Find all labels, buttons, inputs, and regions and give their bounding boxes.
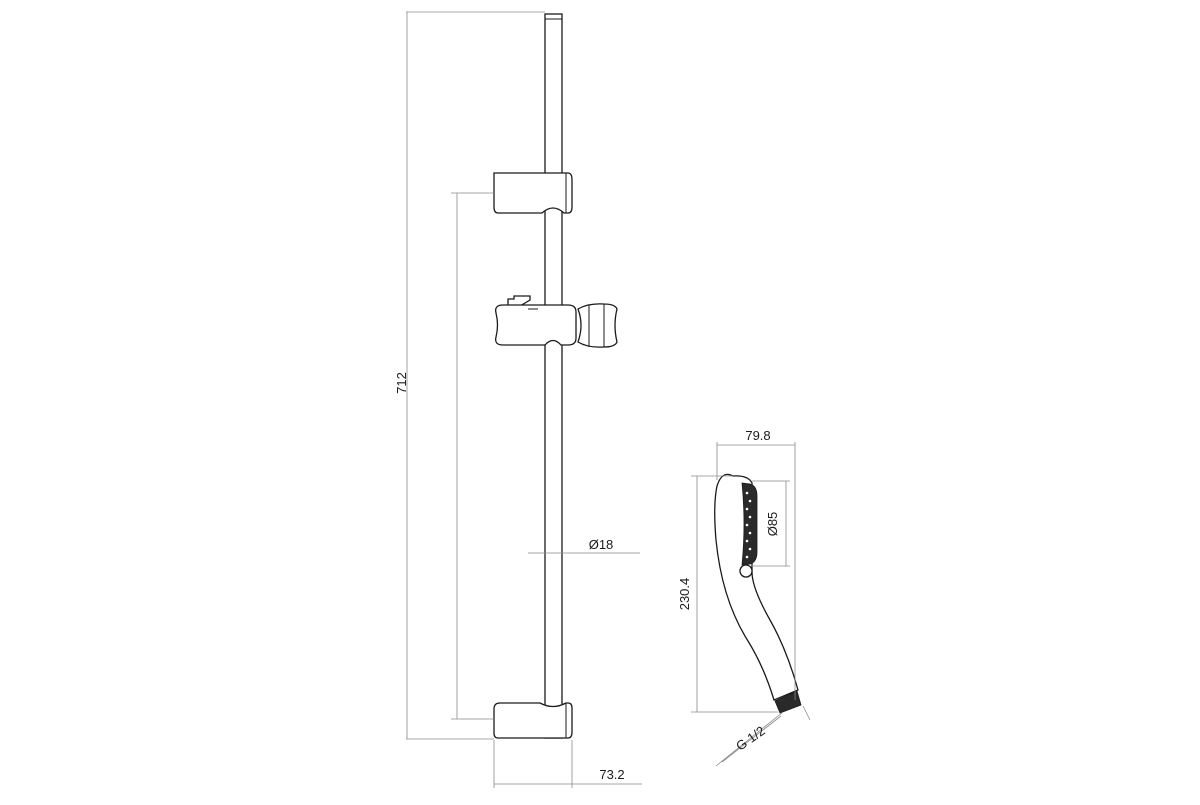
label-handle-length: 230.4 [677,578,692,611]
label-face-diameter: Ø85 [765,512,780,537]
hose-connector [774,690,802,714]
label-handle-width: 79.8 [745,428,770,443]
dimension-total-height [406,11,545,740]
dimension-bracket-spacing [451,192,494,720]
top-wall-bracket [493,172,573,214]
label-total-height: 712 [394,372,409,394]
hand-shower-body [714,473,799,701]
dimension-face-diameter [752,480,790,567]
rail-rod [544,13,563,739]
bottom-wall-bracket [493,702,573,739]
holder-cradle [577,303,618,348]
sliding-holder [495,295,618,348]
label-thread: G 1/2 [733,723,768,754]
spray-face [741,482,758,566]
dimension-handle-length [691,475,778,713]
label-rod-diameter: Ø18 [589,537,614,552]
spray-selector-knob [739,564,753,578]
slide-rail [493,13,618,739]
dimension-bracket-depth [493,740,642,788]
dimension-handle-width [716,442,796,700]
dimension-thread [715,705,811,767]
label-bracket-depth: 73.2 [599,767,624,782]
spray-nozzles [745,491,752,559]
hand-shower [714,473,802,714]
